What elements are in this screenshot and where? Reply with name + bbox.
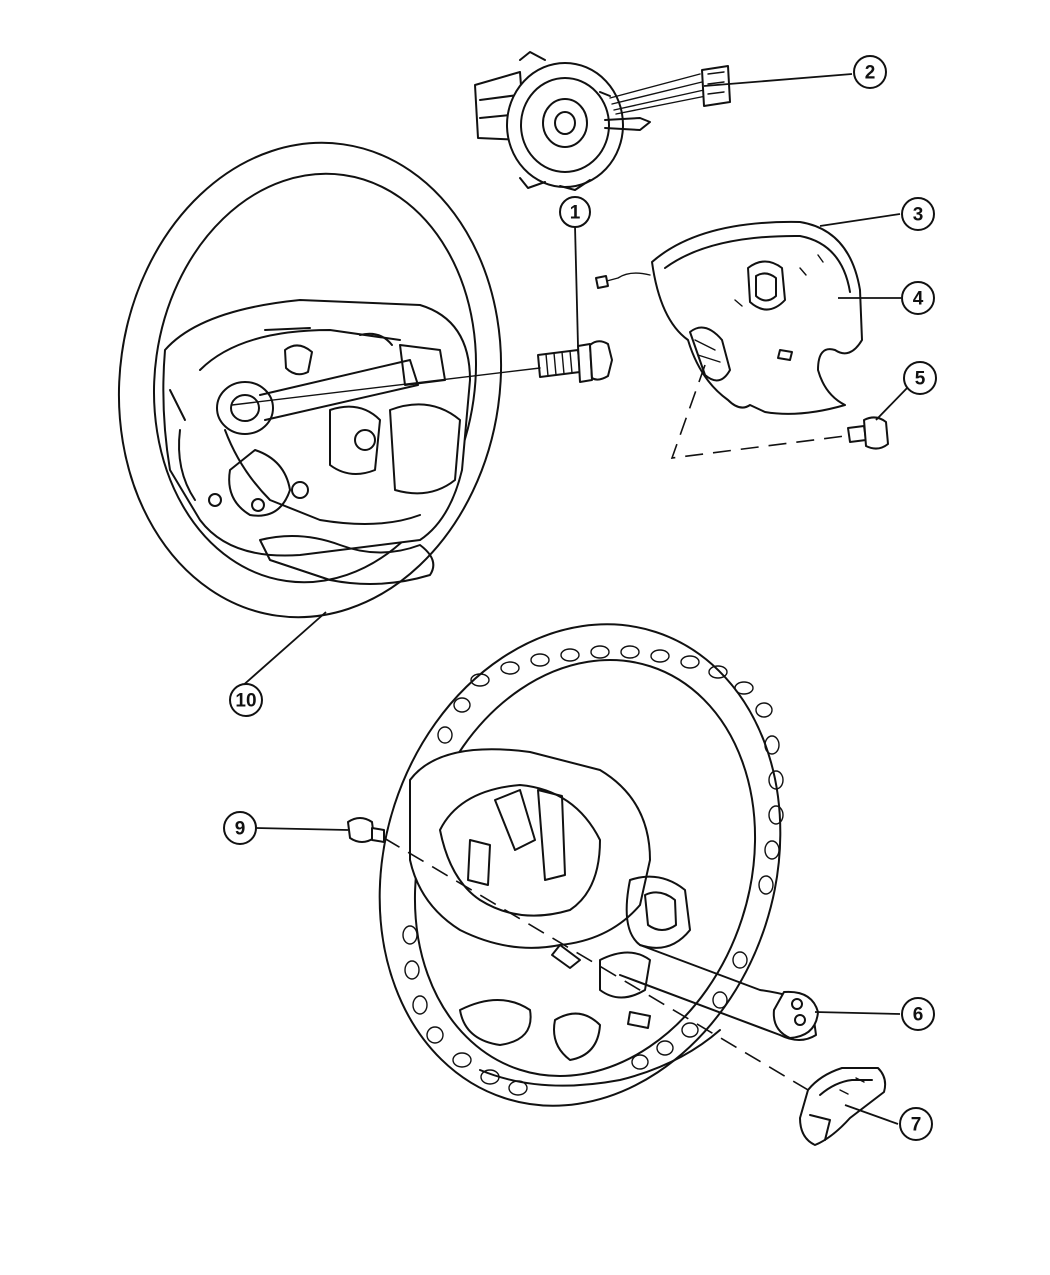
- callout-7: 7: [899, 1107, 933, 1141]
- leader-9: [255, 827, 349, 831]
- clockspring-part: [474, 51, 731, 191]
- leader-10: [239, 611, 327, 689]
- speed-control-switch-part: [799, 1067, 887, 1146]
- callout-10: 10: [229, 683, 263, 717]
- callout-4-label: 4: [913, 289, 924, 310]
- callout-1-label: 1: [570, 203, 581, 224]
- airbag-bolt-part: [847, 416, 889, 450]
- upper-steering-wheel-part: [117, 141, 503, 619]
- callout-3-label: 3: [913, 205, 924, 226]
- callout-5: 5: [903, 361, 937, 395]
- callout-6-label: 6: [913, 1005, 924, 1026]
- rim-grip-pockets: [402, 645, 784, 1096]
- callout-4: 4: [901, 281, 935, 315]
- leader-1: [574, 225, 579, 347]
- lower-steering-wheel-part: [378, 623, 819, 1107]
- callout-2: 2: [853, 55, 887, 89]
- callout-9-label: 9: [235, 819, 246, 840]
- leader-2: [703, 73, 853, 87]
- leader-5: [875, 384, 911, 421]
- callout-1: 1: [559, 196, 591, 228]
- airbag-module-part: [595, 220, 863, 415]
- callout-6: 6: [901, 997, 935, 1031]
- airbag-to-bolt-dash-line: [670, 364, 846, 459]
- callout-9: 9: [223, 811, 257, 845]
- bolt-to-wheel-line: [231, 367, 541, 406]
- callout-3: 3: [901, 197, 935, 231]
- leader-7: [844, 1104, 899, 1125]
- callout-7-label: 7: [911, 1115, 922, 1136]
- callout-10-label: 10: [235, 691, 256, 712]
- leader-6: [814, 1011, 901, 1015]
- bolt-part: [537, 340, 613, 383]
- wheel-bolt-dash-line: [383, 837, 831, 1104]
- callout-2-label: 2: [865, 63, 876, 84]
- callout-5-label: 5: [915, 369, 926, 390]
- leader-3: [819, 213, 901, 227]
- wheel-bolt-part: [347, 817, 385, 843]
